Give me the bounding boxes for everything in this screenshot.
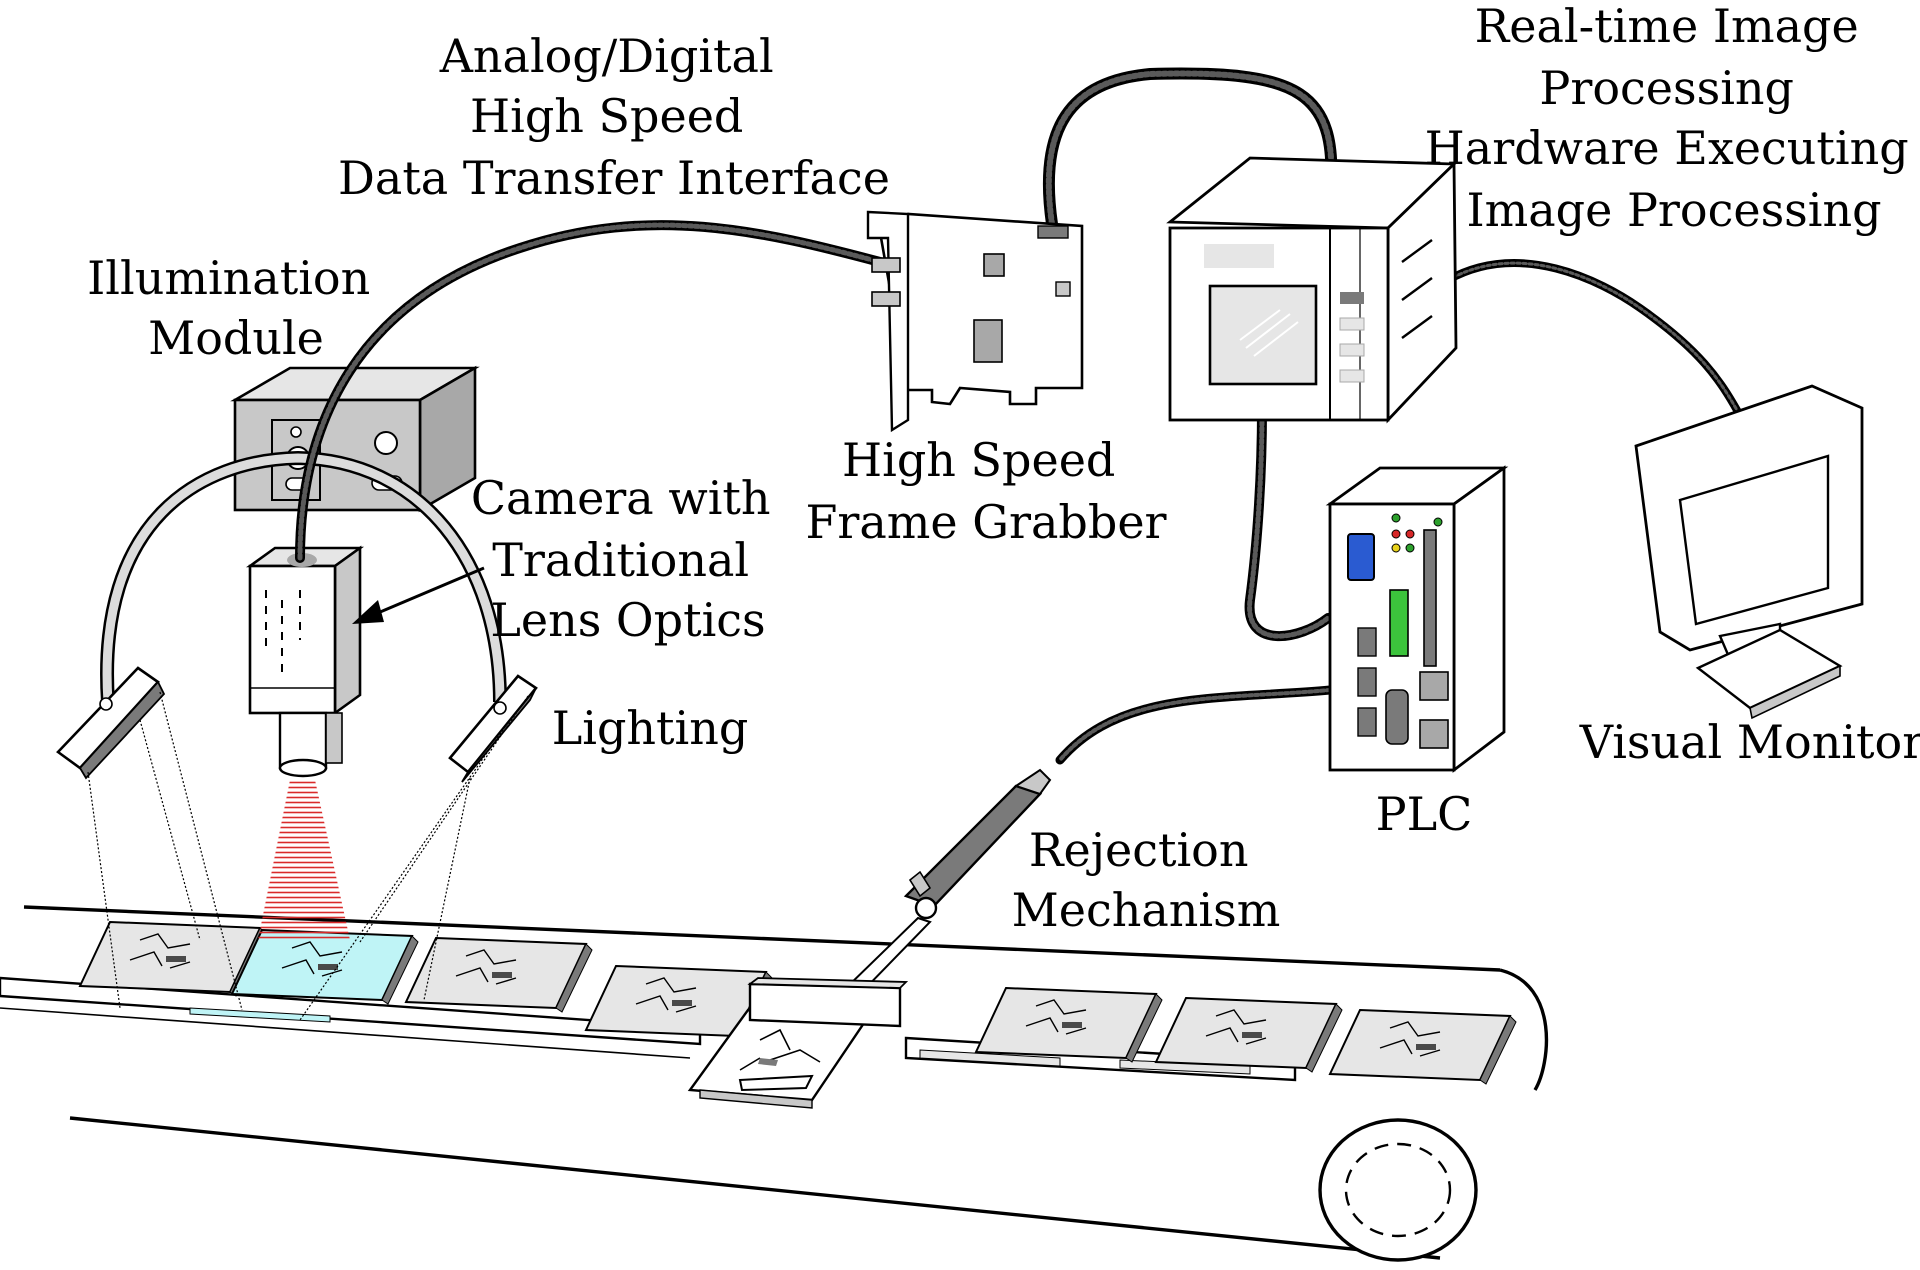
processing-unit-icon: [1166, 156, 1458, 424]
light-beams: [87, 691, 529, 1021]
rejected-pcb: [687, 1008, 869, 1109]
camera-label-line: Traditional: [492, 533, 749, 587]
realtime-processing-label: Real-time Image Processing Hardware Exec…: [1425, 0, 1920, 237]
pcb-icon: [1328, 1008, 1517, 1085]
interface-label-line: High Speed: [470, 89, 743, 143]
frame-grabber-label: High Speed Frame Grabber: [805, 433, 1166, 549]
pcb-icon: [404, 936, 593, 1013]
pcb-icon: [974, 986, 1163, 1063]
plc-icon: [1325, 465, 1509, 773]
realtime-label-line: Processing: [1539, 61, 1794, 115]
illumination-module-icon: [230, 365, 480, 513]
camera-beam: [258, 780, 350, 940]
camera-icon: [245, 545, 365, 778]
actuator-icon: [747, 768, 1052, 1028]
monitor-icon: [1634, 384, 1864, 720]
camera-label: Camera with Traditional Lens Optics: [471, 471, 785, 647]
visual-monitor-label: Visual Monitor: [1579, 715, 1920, 769]
illumination-label-line: Illumination: [87, 251, 370, 305]
camera-pointer-arrow: [352, 566, 485, 624]
interface-label-line: Data Transfer Interface: [338, 151, 890, 205]
rejection-label: Rejection Mechanism: [1012, 823, 1281, 937]
realtime-label-line: Hardware Executing: [1425, 121, 1909, 175]
rejection-label-line: Mechanism: [1012, 883, 1281, 937]
camera-label-line: Lens Optics: [490, 593, 765, 647]
illumination-label: Illumination Module: [87, 251, 385, 365]
frame-grabber-label-line: Frame Grabber: [805, 495, 1166, 549]
light-guide: [100, 450, 507, 703]
plc-label: PLC: [1376, 787, 1473, 841]
pcb-icon: [230, 928, 419, 1005]
camera-label-line: Camera with: [471, 471, 771, 525]
frame-grabber-label-line: High Speed: [842, 433, 1115, 487]
rejection-label-line: Rejection: [1029, 823, 1249, 877]
illumination-label-line: Module: [148, 311, 324, 365]
pci-card-icon: [866, 210, 1084, 433]
pcb-icon: [1154, 996, 1343, 1073]
cables: [295, 67, 1742, 765]
lighting-label: Lighting: [552, 701, 749, 755]
light-bar-icon: [56, 666, 166, 780]
interface-label-line: Analog/Digital: [439, 29, 774, 83]
labels: Illumination Module Analog/Digital High …: [87, 0, 1920, 937]
light-bar-icon: [448, 674, 538, 783]
interface-label: Analog/Digital High Speed Data Transfer …: [338, 29, 890, 205]
realtime-label-line: Image Processing: [1466, 183, 1881, 237]
realtime-label-line: Real-time Image: [1475, 0, 1859, 53]
